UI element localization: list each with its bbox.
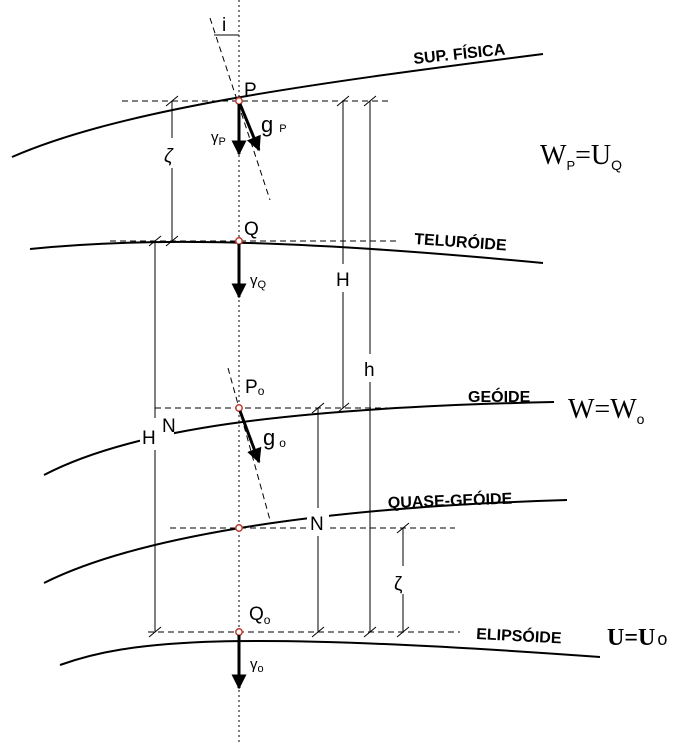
tick-marks xyxy=(148,95,410,638)
h-normal-label: H xyxy=(142,428,156,449)
label-ellipsoid: ELIPSÓIDE xyxy=(476,624,563,647)
formula-w-w0: W=Wo xyxy=(568,394,645,427)
point-q0-label: Qo xyxy=(249,604,271,627)
quasi-geoid-curve xyxy=(43,499,568,584)
point-q-label: Q xyxy=(244,219,259,240)
telluroid-curve xyxy=(29,240,544,264)
deflection-angle-label: i xyxy=(222,15,226,36)
label-telluroid: TELURÓIDE xyxy=(414,229,508,254)
h-orthometric-label: H xyxy=(336,270,350,291)
n-geoid-label: N xyxy=(310,514,324,535)
geoid-curve xyxy=(43,401,555,476)
point-p0-label: Po xyxy=(245,377,265,398)
label-geoid: GEÓIDE xyxy=(468,387,531,406)
label-quasi-geoid: QUASE-GEÓIDE xyxy=(387,489,512,512)
g-p-arrow xyxy=(238,103,261,152)
label-physical-surface: SUP. FÍSICA xyxy=(412,39,506,68)
h-normal-superscript: N xyxy=(162,416,176,437)
zeta-upper-label: ζ xyxy=(164,146,174,167)
h-ellipsoidal-label: h xyxy=(364,360,375,381)
formula-wp-uq: WP=UQ xyxy=(540,140,622,173)
gamma-p-label: γP xyxy=(211,129,226,148)
point-q-marker xyxy=(235,237,243,245)
physical-surface-curve xyxy=(11,53,544,158)
point-q0-marker xyxy=(235,628,243,636)
zeta-lower-label: ζ xyxy=(394,574,403,595)
gamma-q-label: γQ xyxy=(250,272,267,291)
point-p0-marker xyxy=(235,404,243,412)
point-p-marker xyxy=(235,97,243,105)
deflection-line-lower xyxy=(227,367,271,521)
gamma-0-label: γo xyxy=(250,656,264,675)
point-quasi-marker xyxy=(235,524,243,532)
point-p-label: P xyxy=(244,80,257,101)
ellipsoid-curve xyxy=(59,639,601,666)
g-0-arrow xyxy=(238,410,262,464)
